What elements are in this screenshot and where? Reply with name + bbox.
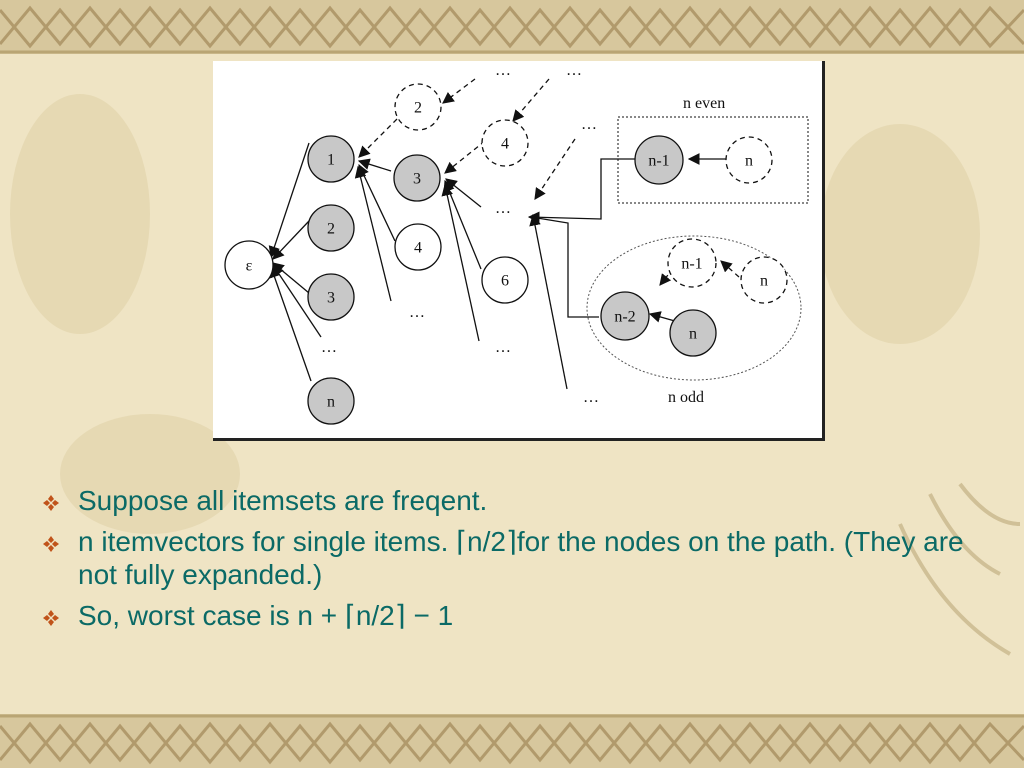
node-1-label: 1 xyxy=(327,152,335,169)
node-even-n-minus-1-label: n-1 xyxy=(648,153,669,170)
edge-1-4 xyxy=(358,163,396,242)
bullet-item: n itemvectors for single items. ⌈n/2⌉for… xyxy=(40,525,1000,591)
node-odd-dashed-n xyxy=(740,256,788,304)
edge-3-ellipsis-top xyxy=(445,178,482,208)
diamond-bullet-icon xyxy=(43,495,59,511)
node-3-second-label: 3 xyxy=(413,171,421,188)
edge-ellipsis-dashed xyxy=(534,138,576,200)
node-2 xyxy=(307,204,355,252)
node-even-n xyxy=(725,136,773,184)
node-4 xyxy=(394,223,442,271)
edge-d2-1 xyxy=(358,118,398,158)
edge-eps-2 xyxy=(272,220,310,260)
node-epsilon-label: ε xyxy=(246,258,253,275)
n-odd-label: n odd xyxy=(668,389,704,406)
n-even-box xyxy=(617,116,809,204)
node-6 xyxy=(481,256,529,304)
bullet-item: Suppose all itemsets are freqent. xyxy=(40,484,1000,517)
bullet-text: n itemvectors for single items. ⌈n/2⌉for… xyxy=(78,526,964,590)
node-odd-n-minus-2 xyxy=(600,291,650,341)
edge-dn-dnm1 xyxy=(720,260,740,278)
node-n-label: n xyxy=(327,394,335,411)
edge-3-6 xyxy=(443,179,482,270)
node-epsilon xyxy=(224,240,274,290)
bullet-text: Suppose all itemsets are freqent. xyxy=(78,485,488,516)
ellipsis-8: … xyxy=(583,389,599,406)
bullet-list: Suppose all itemsets are freqent. n item… xyxy=(40,484,1000,640)
node-2-label: 2 xyxy=(327,221,335,238)
node-3-label: 3 xyxy=(327,290,335,307)
node-dashed-2-label: 2 xyxy=(414,100,422,117)
top-border-band xyxy=(0,0,1024,54)
node-dashed-2 xyxy=(394,83,442,131)
itemset-tree-figure: n even n odd ε 1 2 3 n 2 3 4 4 6 xyxy=(213,61,825,441)
ellipsis-5: … xyxy=(409,304,425,321)
edge-1-ellipsis xyxy=(354,165,392,302)
node-odd-n xyxy=(669,309,717,357)
node-odd-dashed-n-minus-1 xyxy=(667,238,717,288)
n-odd-ellipse xyxy=(586,235,802,381)
bullet-text: So, worst case is n + ⌈n/2⌉ − 1 xyxy=(78,600,454,631)
edge-1-3 xyxy=(357,158,392,172)
edge-eps-1 xyxy=(268,142,310,259)
edge-ellipsis-long xyxy=(529,213,568,390)
n-even-label: n even xyxy=(683,95,725,112)
node-odd-dashed-n-label: n xyxy=(760,273,768,290)
node-odd-n-minus-2-label: n-2 xyxy=(614,309,635,326)
node-dashed-4-label: 4 xyxy=(501,136,509,153)
node-3-second xyxy=(393,154,441,202)
ellipsis-7: … xyxy=(495,339,511,356)
node-dashed-4 xyxy=(481,119,529,167)
edge-nm2-path xyxy=(530,216,599,318)
background-decoration xyxy=(10,94,1021,656)
ellipsis-4: … xyxy=(495,200,511,217)
ellipsis-1: … xyxy=(495,62,511,79)
diamond-bullet-icon xyxy=(43,536,59,552)
edge-eps-n xyxy=(268,265,312,382)
ellipsis-6: … xyxy=(321,339,337,356)
node-3 xyxy=(307,273,355,321)
ellipsis-2: … xyxy=(566,62,582,79)
bottom-border-band xyxy=(0,714,1024,768)
node-even-n-label: n xyxy=(745,153,753,170)
edge-d4-3 xyxy=(444,140,486,174)
edge-eps-ellipsis xyxy=(272,264,322,338)
node-even-n-minus-1 xyxy=(634,135,684,185)
node-1 xyxy=(307,135,355,183)
node-4-label: 4 xyxy=(414,240,422,257)
node-odd-dashed-n-minus-1-label: n-1 xyxy=(681,256,702,273)
edge-top-d4 xyxy=(512,78,550,122)
edge-top-d2 xyxy=(442,78,476,104)
edge-3-ellipsis xyxy=(441,183,480,342)
diamond-bullet-icon xyxy=(43,610,59,626)
edge-nm1-path xyxy=(527,158,636,224)
node-odd-n-label: n xyxy=(689,326,697,343)
ellipsis-3: … xyxy=(581,116,597,133)
bullet-item: So, worst case is n + ⌈n/2⌉ − 1 xyxy=(40,599,1000,632)
node-n xyxy=(307,377,355,425)
node-6-label: 6 xyxy=(501,273,509,290)
